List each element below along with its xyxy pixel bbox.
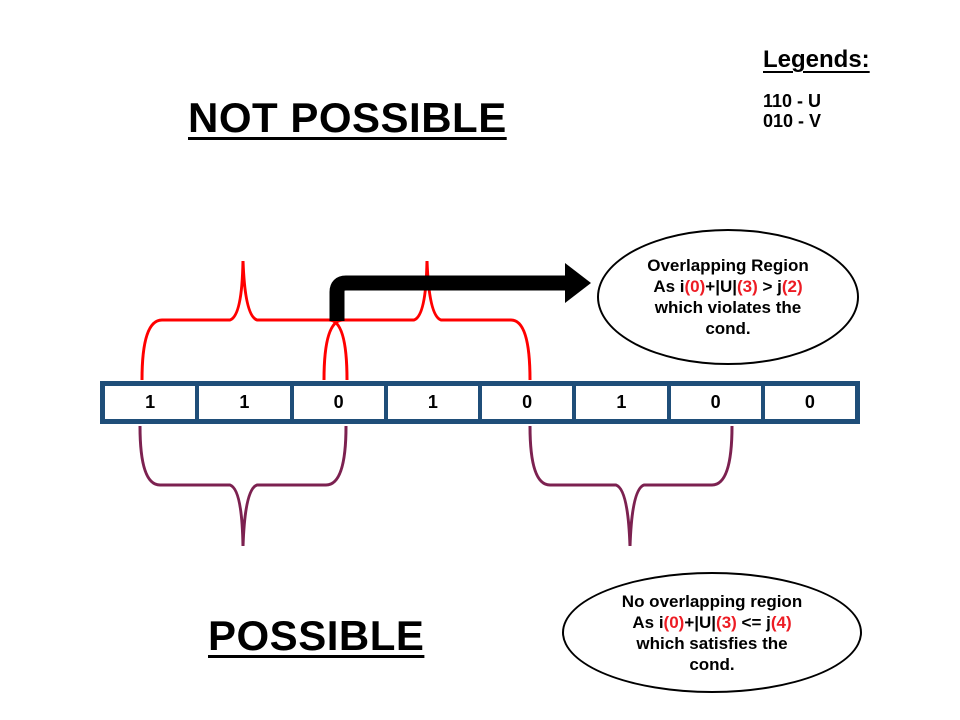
bit-cell-0: 1 — [145, 392, 156, 412]
legend: Legends: 110 - U 010 - V — [763, 46, 870, 131]
bit-cell-1: 1 — [195, 386, 289, 419]
legend-title: Legends: — [763, 46, 870, 73]
bit-cell-6: 0 — [666, 386, 761, 419]
no-overlap-callout: No overlapping region As i(0)+|U|(3) <= … — [562, 572, 862, 693]
bottom-brace-v-region — [528, 425, 734, 547]
bit-cell-3: 1 — [383, 386, 478, 419]
overlap-callout-line2: As i(0)+|U|(3) > j(2) — [653, 277, 803, 296]
bottom-brace-u-region — [138, 425, 348, 547]
overlap-callout-line3: which violates the — [654, 298, 802, 317]
no-overlap-callout-line3: which satisfies the — [636, 633, 788, 653]
overlap-callout: Overlapping Region As i(0)+|U|(3) > j(2)… — [597, 229, 859, 365]
bit-cell-2: 0 — [289, 386, 384, 419]
top-brace-u-region — [140, 260, 349, 381]
not-possible-title: NOT POSSIBLE — [188, 94, 507, 141]
no-overlap-callout-line1: No overlapping region — [621, 591, 803, 611]
overlap-callout-line4: cond. — [705, 319, 751, 338]
legend-items: 110 - U 010 - V — [763, 91, 870, 131]
bit-cell-5: 1 — [572, 386, 666, 419]
no-overlap-callout-line4: cond. — [689, 654, 735, 674]
possible-title: POSSIBLE — [208, 612, 425, 659]
overlap-arrow-head — [565, 263, 591, 303]
legend-item-v: 010 - V — [763, 111, 822, 131]
overlap-arrow-shaft — [329, 275, 566, 321]
bit-array: 1 1 0 1 0 1 0 0 — [100, 381, 860, 424]
bit-cell-4: 0 — [478, 386, 572, 419]
bit-cell-7: 0 — [760, 386, 855, 419]
top-brace-v-region — [322, 260, 532, 381]
overlap-callout-line1: Overlapping Region — [647, 256, 809, 275]
legend-item-u: 110 - U — [763, 91, 822, 111]
no-overlap-callout-line2: As i(0)+|U|(3) <= j(4) — [632, 612, 792, 632]
